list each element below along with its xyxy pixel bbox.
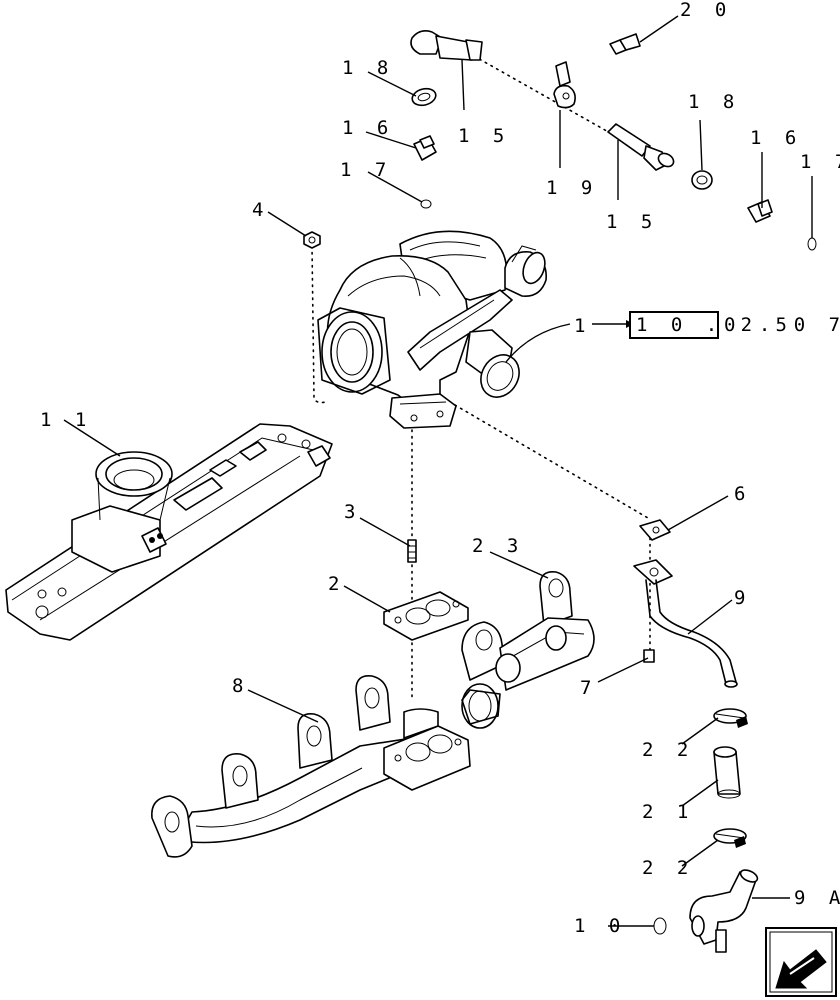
- leader-lines: [63, 15, 813, 927]
- part-18-washer-lower: [691, 170, 713, 190]
- part-20-fitting: [609, 33, 641, 55]
- part-2-gasket: [383, 591, 469, 641]
- callout-16-lower: 1 6: [750, 127, 802, 149]
- callout-18-upper: 1 8: [342, 57, 394, 79]
- callout-22-lower: 2 2: [642, 857, 694, 879]
- part-22-hose-clamp-upper: [713, 708, 748, 728]
- part-8-front-exhaust-manifold: [151, 674, 471, 858]
- reference-boxed-text: 1 0 . 2 5: [636, 314, 793, 336]
- part-9-drain-tube: [633, 559, 738, 688]
- part-22-hose-clamp-lower: [713, 828, 747, 848]
- callout-17-lower: 1 7: [800, 151, 840, 173]
- callout-20: 2 0: [680, 0, 732, 21]
- callout-8: 8: [232, 675, 249, 697]
- callout-6: 6: [734, 483, 751, 505]
- part-11-intake-manifold: [5, 423, 333, 641]
- part-6-gasket: [639, 519, 671, 541]
- part-15-oil-line-upper: [410, 30, 483, 61]
- part-19-clamp: [553, 61, 576, 109]
- callout-3: 3: [344, 501, 361, 523]
- callout-15-upper: 1 5: [458, 125, 510, 147]
- callout-11: 1 1: [40, 409, 92, 431]
- callout-15-lower: 1 5: [606, 211, 658, 233]
- callout-2: 2: [328, 573, 345, 595]
- callout-18-lower: 1 8: [688, 91, 740, 113]
- part-17-oring-lower: [807, 237, 817, 251]
- callout-10: 1 0: [574, 915, 626, 937]
- arrow-back-icon: [775, 949, 827, 989]
- callout-7: 7: [580, 677, 597, 699]
- callout-19: 1 9: [546, 177, 598, 199]
- callout-16-upper: 1 6: [342, 117, 394, 139]
- callout-23: 2 3: [472, 535, 524, 557]
- part-10-oring: [653, 917, 667, 935]
- callout-22-upper: 2 2: [642, 739, 694, 761]
- turbocharger: [317, 230, 547, 429]
- callout-21: 2 1: [642, 801, 694, 823]
- part-16-adapter-lower: [747, 199, 773, 223]
- part-4-nut: [303, 231, 321, 249]
- callout-17-upper: 1 7: [340, 159, 392, 181]
- callout-9a: 9 A: [794, 887, 840, 909]
- reference-box: [629, 311, 719, 339]
- reference-tail-text: 0 . 0 7: [724, 314, 840, 336]
- callout-9: 9: [734, 587, 751, 609]
- callout-4: 4: [252, 199, 269, 221]
- back-navigation-button[interactable]: [765, 927, 837, 997]
- callout-1: 1: [574, 315, 591, 337]
- part-15-oil-line-lower: [607, 123, 675, 171]
- part-21-hose: [713, 746, 741, 799]
- assembly-dotted-lines: [311, 55, 651, 701]
- part-9a-elbow: [689, 869, 759, 953]
- part-17-oring-upper: [420, 199, 432, 209]
- section-reference[interactable]: 1 0 . 2 5 0 . 0 7: [629, 311, 840, 339]
- part-18-washer-upper: [411, 87, 437, 107]
- part-16-adapter-upper: [413, 135, 437, 161]
- callout-labels: 2 0 1 8 1 5 1 6 1 7 1 9 1 5 1 8 1 6 1 7 …: [40, 0, 840, 937]
- part-23-rear-exhaust-manifold: [461, 570, 595, 729]
- part-7-bolt: [643, 649, 655, 663]
- part-3-stud: [407, 539, 417, 563]
